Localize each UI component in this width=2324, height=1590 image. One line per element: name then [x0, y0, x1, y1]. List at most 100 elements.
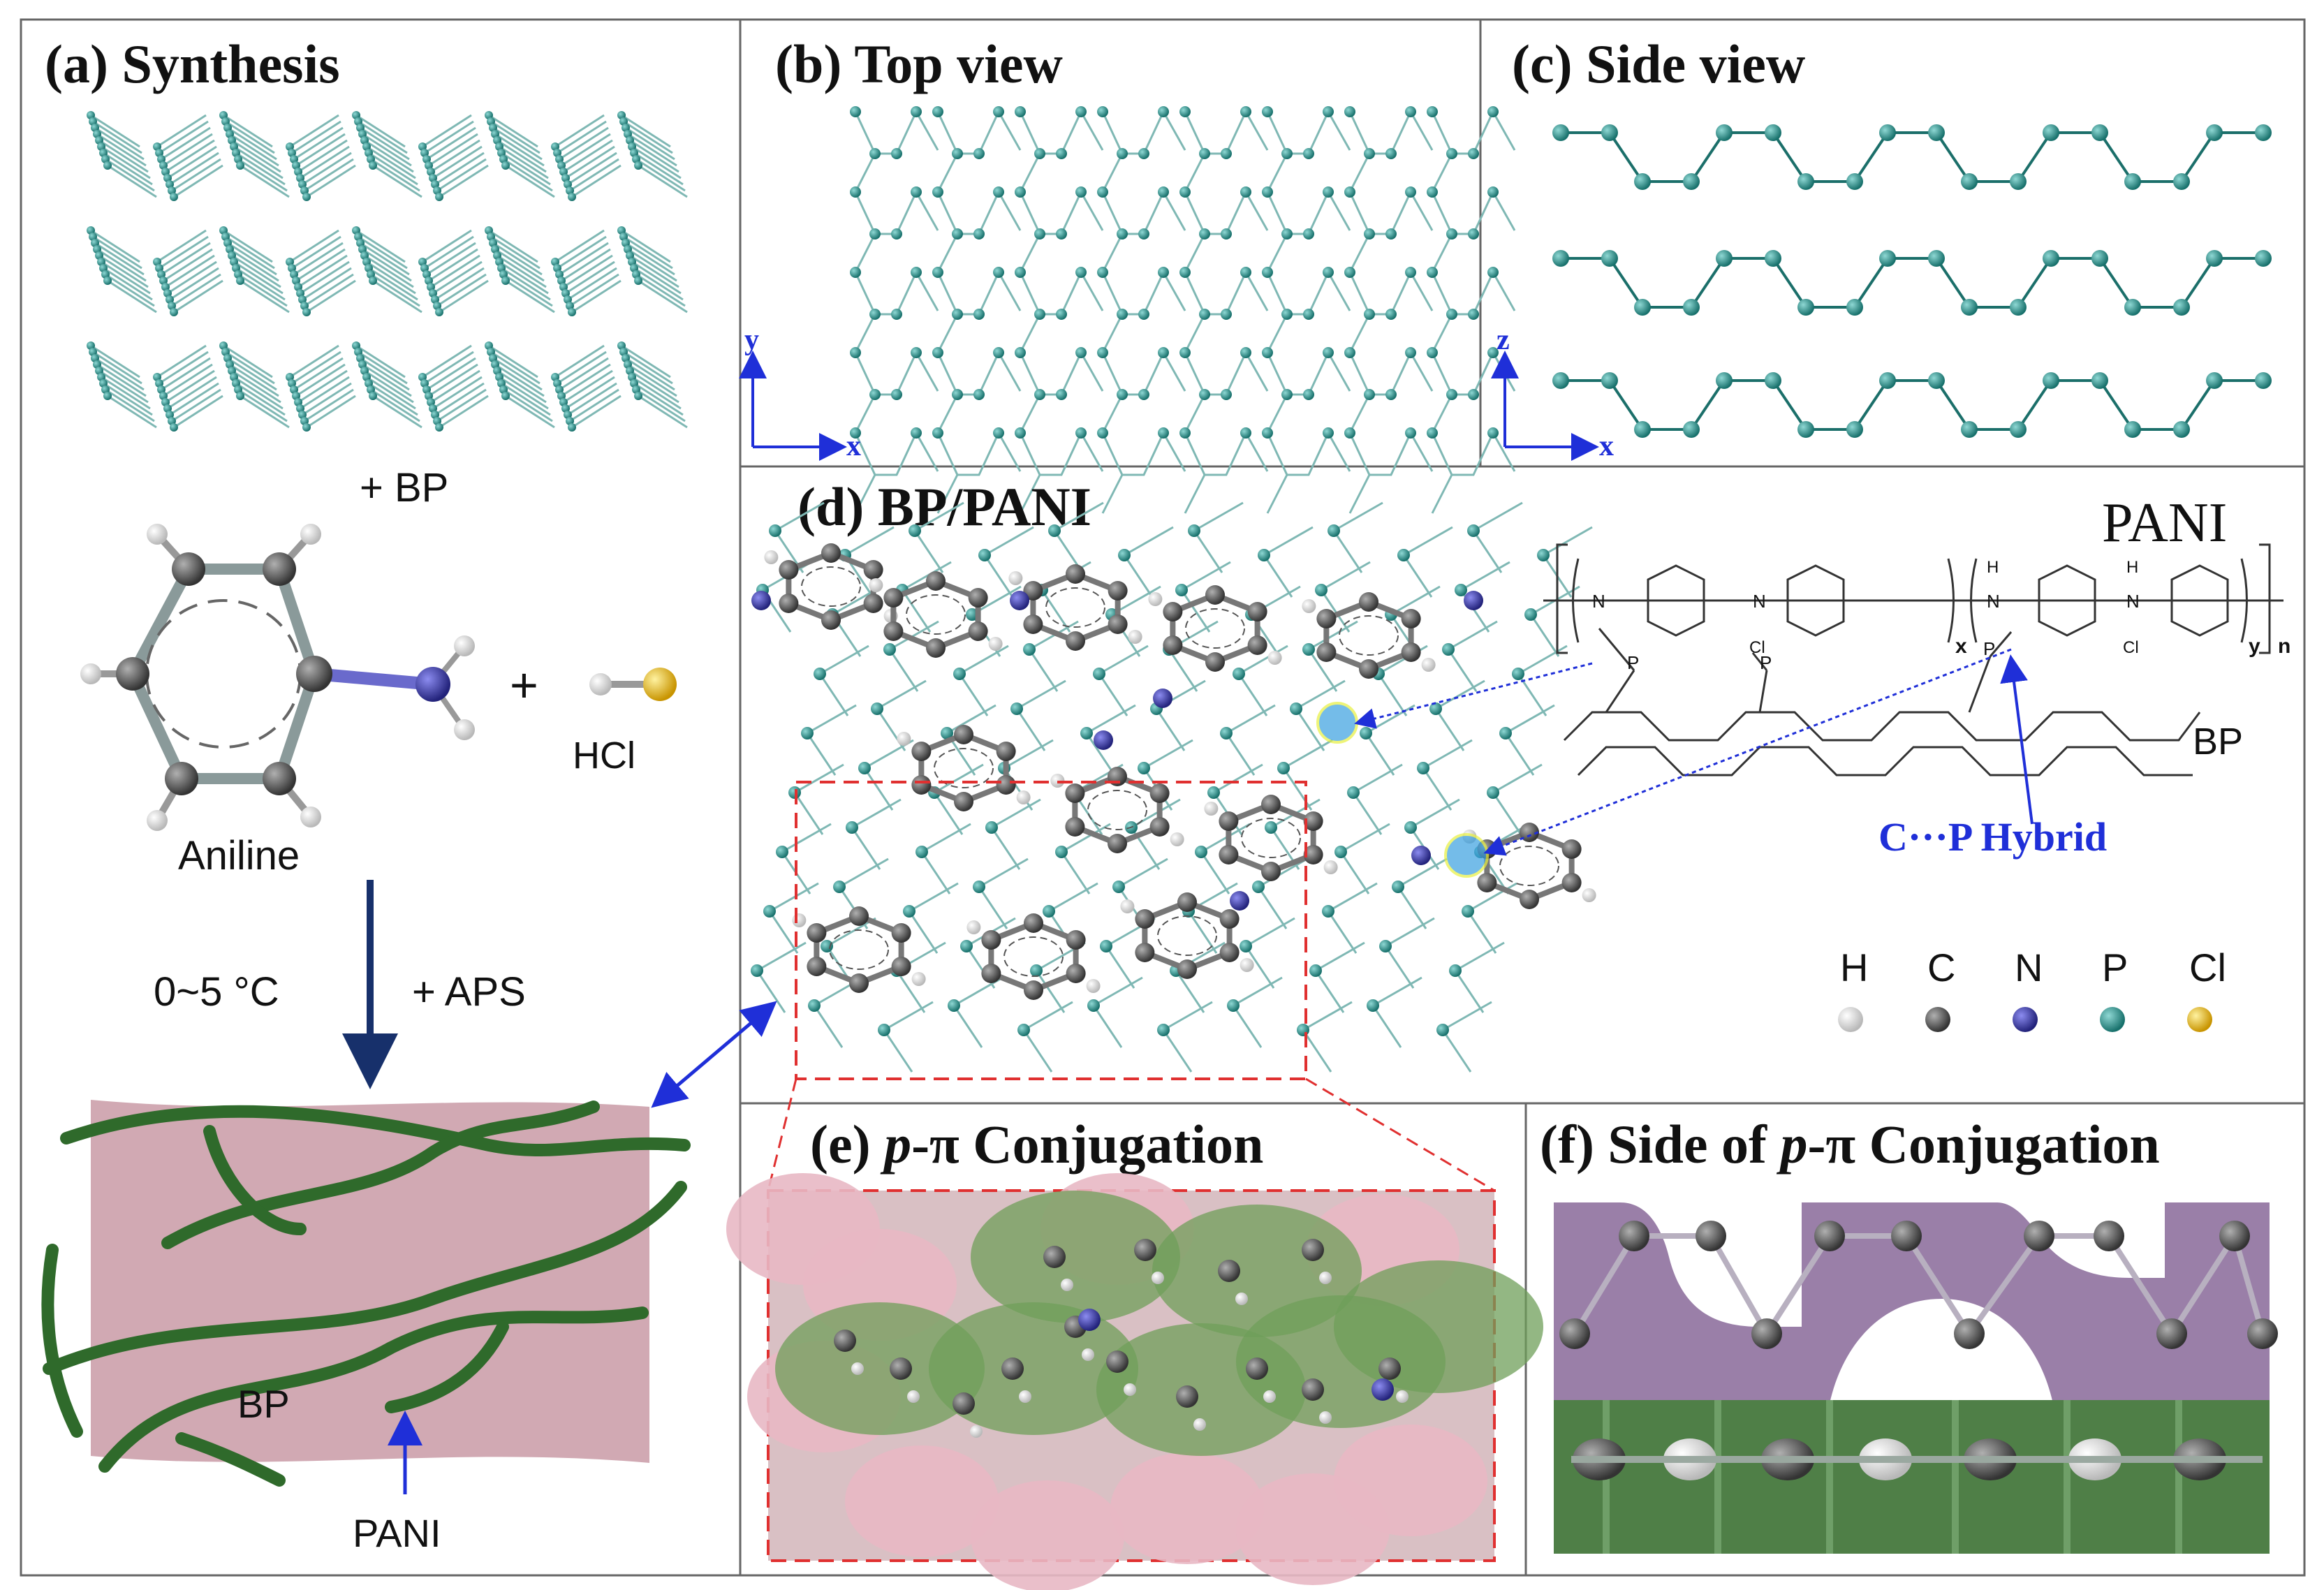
p-atom [1179, 427, 1191, 439]
bp-bond [1283, 739, 1333, 770]
p-atom [1446, 309, 1457, 320]
p-atom [1097, 427, 1108, 439]
bp-bond [362, 363, 412, 397]
bp-bond [1060, 851, 1091, 895]
bp-bond [1155, 708, 1186, 751]
bp-bond [1244, 432, 1269, 472]
bp-bond [1327, 111, 1351, 151]
p-atom [1240, 427, 1251, 439]
bp-bond [557, 351, 607, 385]
p-atom [1797, 421, 1814, 438]
bp-bond [631, 145, 682, 179]
bp-bond [505, 164, 555, 198]
bp-bond [302, 152, 352, 186]
bp-bond [958, 673, 989, 716]
bp-bond [571, 164, 622, 198]
bp-bond [233, 376, 284, 410]
p-atom [850, 427, 861, 439]
p-atom [1467, 524, 1480, 537]
p-atom [1262, 106, 1273, 117]
bp-bond [428, 248, 478, 282]
bp-bond [364, 369, 414, 404]
bp-bond [107, 395, 157, 429]
bp-bond [355, 344, 406, 378]
panel-b-title: (b) Top view [775, 34, 1063, 94]
p-atom [2124, 421, 2141, 438]
bp-bond [432, 145, 483, 179]
p-atom [993, 106, 1004, 117]
h-atom [1170, 832, 1184, 846]
bp-bond [289, 114, 339, 148]
h-atom [1128, 630, 1142, 644]
bp-bond [165, 139, 215, 173]
p-atom [952, 309, 963, 320]
h-atom [792, 913, 807, 927]
bp-bond [863, 767, 894, 811]
bp-bond [914, 501, 964, 532]
c-atom [1401, 642, 1421, 662]
bp-bond [293, 242, 344, 276]
panel-f-title-prefix: (f) Side of [1540, 1114, 1780, 1175]
axis-y-label: y [744, 324, 759, 356]
p-atom [1716, 372, 1733, 389]
p-atom [932, 267, 943, 278]
h-atom [1016, 790, 1031, 804]
p-atom [1303, 148, 1314, 159]
p-atom [1240, 186, 1251, 198]
bp-bond [1390, 585, 1441, 616]
bp-bond [297, 254, 348, 288]
bp-bond [991, 798, 1041, 829]
bp-bond [370, 388, 420, 422]
p-atom [1446, 228, 1457, 240]
c-atom [1066, 564, 1085, 584]
bp-bond [235, 267, 286, 301]
p-atom [1634, 299, 1651, 316]
p-atom [1360, 727, 1372, 739]
h-atom [1323, 860, 1338, 874]
bp-bond [1348, 352, 1412, 396]
p-atom [1405, 347, 1416, 358]
p-atom [1499, 727, 1512, 739]
bp-bond [503, 388, 553, 422]
p-atom [2173, 173, 2190, 190]
p-atom [1601, 250, 1618, 267]
h-atom [1263, 1390, 1276, 1403]
bp-bond [1101, 191, 1165, 235]
bp-bond [1504, 733, 1535, 776]
bp-bond [1348, 111, 1412, 155]
p-atom [1427, 267, 1438, 278]
p-atom [1344, 186, 1355, 198]
c-atom [953, 1392, 975, 1415]
p-atom [801, 727, 814, 739]
c-atom [883, 621, 904, 641]
bp-bond [1213, 763, 1263, 794]
bp-bond [1472, 530, 1503, 573]
bp-bond [1080, 111, 1104, 151]
p-atom [1195, 846, 1207, 858]
bp-bond [233, 260, 284, 295]
p-atom [1683, 421, 1700, 438]
p-atom [1240, 267, 1251, 278]
bp-bond [293, 126, 344, 161]
p-atom [1323, 186, 1334, 198]
electron-density-surface [726, 1173, 1543, 1590]
bp-bond [557, 235, 607, 270]
p-atom [103, 277, 112, 285]
pani-surface-blob [775, 1302, 985, 1435]
bp-bond [499, 376, 549, 410]
p-atom [1634, 173, 1651, 190]
panel-a: (a) Synthesis + BP [41, 34, 691, 1555]
p-atom [1537, 549, 1550, 561]
c-atom [1477, 873, 1497, 892]
p-atom [911, 267, 922, 278]
p-atom [1442, 643, 1455, 656]
bp-bond [984, 526, 1034, 557]
p-atom [1056, 389, 1067, 400]
green-surface-stripes [1603, 1400, 2182, 1554]
bp-bond [1200, 823, 1251, 853]
p-atom [1075, 267, 1087, 278]
bp-bond [638, 164, 688, 198]
bp-bond [1473, 501, 1523, 532]
p-atom [1262, 347, 1273, 358]
bp-bond [1019, 352, 1082, 396]
